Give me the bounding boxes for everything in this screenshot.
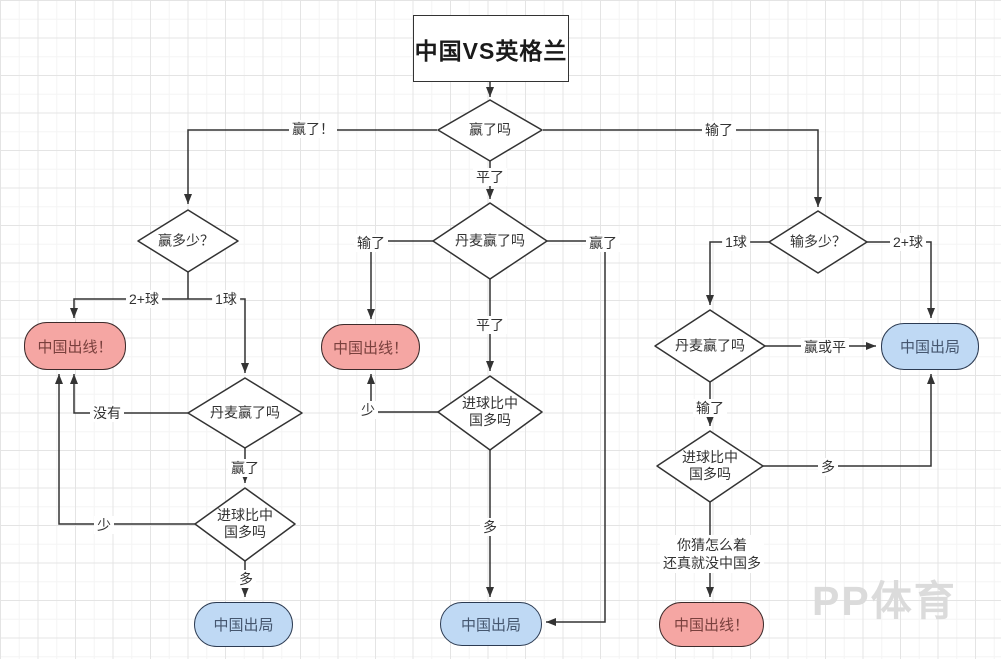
decision-q-win-label: 赢了吗 bbox=[469, 121, 511, 138]
pp-sports-watermark: PP体育 bbox=[812, 578, 957, 624]
edge-label-right-more: 多 bbox=[818, 458, 838, 476]
decision-q-goals-mid-shape bbox=[437, 375, 543, 451]
decision-q-denmark-mid-shape bbox=[432, 202, 548, 280]
edge-label-right-guess-line1: 你猜怎么着 bbox=[677, 537, 747, 553]
edge-fewer-to-advance-left bbox=[55, 374, 195, 525]
edge-label-left-more: 多 bbox=[236, 570, 256, 588]
decision-q-goals-left-shape bbox=[194, 487, 296, 562]
decision-q-lose-margin-shape bbox=[768, 210, 868, 274]
edge-label-left-one: 1球 bbox=[212, 290, 240, 308]
edge-label-right-lost: 输了 bbox=[693, 399, 727, 417]
edge-label-left-won: 赢了 bbox=[228, 459, 262, 477]
outcome-eliminated-right: 中国出局 bbox=[881, 323, 979, 370]
decision-q-denmark-left-shape bbox=[187, 377, 303, 449]
outcome-advance-right: 中国出线！ bbox=[659, 602, 764, 647]
edge-label-right-two-plus: 2+球 bbox=[890, 233, 926, 251]
edge-label-right-guess-line2: 还真就没中国多 bbox=[663, 555, 761, 571]
edge-label-lost: 输了 bbox=[702, 121, 736, 139]
edge-label-mid-lost: 输了 bbox=[354, 234, 388, 252]
decision-q-denmark-mid-label: 丹麦赢了吗 bbox=[455, 232, 525, 249]
edge-label-won: 赢了！ bbox=[289, 120, 337, 138]
edge-label-left-fewer: 少 bbox=[94, 516, 114, 534]
edge-fewer-to-advance-mid bbox=[367, 374, 438, 413]
decision-q-goals-left-label: 进球比中国多吗 bbox=[217, 507, 273, 540]
edge-label-mid-more: 多 bbox=[480, 518, 500, 536]
edge-label-mid-won: 赢了 bbox=[586, 234, 620, 252]
outcome-eliminated-mid: 中国出局 bbox=[440, 602, 542, 646]
decision-q-win-margin-shape bbox=[137, 209, 239, 273]
decision-q-goals-right-shape bbox=[656, 430, 764, 503]
edge-lost-to-advance-mid bbox=[367, 240, 433, 319]
edge-label-drew: 平了 bbox=[473, 168, 507, 186]
edge-two-plus-to-eliminated-right bbox=[867, 241, 935, 318]
decision-q-goals-right-label: 进球比中国多吗 bbox=[682, 449, 738, 482]
edge-label-left-no: 没有 bbox=[90, 404, 124, 422]
edge-lost-to-q-lose-margin bbox=[543, 129, 822, 207]
decision-q-win-margin-label: 赢多少？ bbox=[158, 232, 214, 249]
outcome-advance-left: 中国出线！ bbox=[24, 322, 126, 370]
edge-label-right-one: 1球 bbox=[722, 233, 750, 251]
edge-label-mid-fewer: 少 bbox=[358, 401, 378, 419]
outcome-advance-mid: 中国出线！ bbox=[321, 324, 420, 370]
edge-one-to-q-denmark-left bbox=[188, 298, 249, 373]
edge-label-right-guess: 你猜怎么着 还真就没中国多 bbox=[660, 535, 764, 573]
edge-one-to-q-denmark-right bbox=[706, 241, 769, 305]
decision-q-denmark-left-label: 丹麦赢了吗 bbox=[210, 404, 280, 421]
edge-won-to-q-win-margin bbox=[184, 129, 437, 204]
edge-won-to-eliminated-mid bbox=[546, 240, 606, 626]
edge-more-to-eliminated-right bbox=[763, 374, 935, 467]
decision-q-win-shape bbox=[437, 99, 543, 162]
decision-q-denmark-right-shape bbox=[654, 309, 766, 383]
decision-q-denmark-right-label: 丹麦赢了吗 bbox=[675, 337, 745, 354]
decision-q-lose-margin-label: 输多少？ bbox=[790, 233, 846, 250]
edge-no-to-advance-left bbox=[70, 374, 188, 414]
edge-label-mid-drew: 平了 bbox=[473, 316, 507, 334]
title-node: 中国VS英格兰 bbox=[413, 15, 569, 82]
edge-label-right-win-or-draw: 赢或平 bbox=[801, 338, 849, 356]
edge-label-left-two-plus: 2+球 bbox=[126, 290, 162, 308]
decision-q-goals-mid-label: 进球比中国多吗 bbox=[462, 395, 518, 428]
outcome-eliminated-left: 中国出局 bbox=[194, 602, 293, 647]
